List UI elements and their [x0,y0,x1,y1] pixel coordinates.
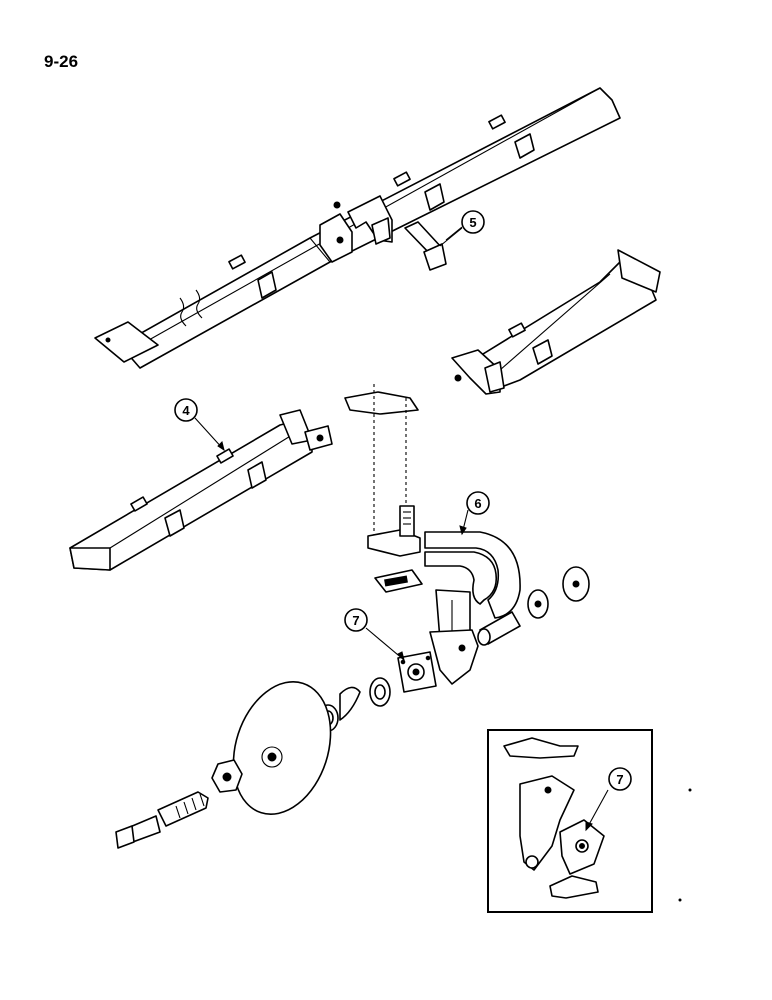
right-frame-beam [451,249,661,395]
beam-part-4 [69,409,333,571]
callout-7-label: 7 [352,613,359,628]
callout-5: 5 [461,210,485,234]
callout-5-label: 5 [469,215,476,230]
callout-7-inset: 7 [608,767,632,791]
callout-6: 6 [466,491,490,515]
bearing-part-7 [397,651,437,693]
washer-and-bushing-stack [477,566,590,646]
main-frame-beam [94,87,621,369]
callout-4: 4 [174,398,198,422]
shank-bracket-assembly [344,384,423,593]
page-number: 9-26 [44,52,79,71]
callout-6-label: 6 [474,496,481,511]
pin-part-5 [404,221,463,271]
bearing-housing-bracket [429,629,479,685]
spring-shank-part-6 [424,531,521,641]
nut-spindle-cap [115,759,243,849]
callout-7: 7 [344,608,368,632]
disc-blade [232,680,332,816]
callout-leaders [194,226,609,832]
callout-7-inset-label: 7 [616,772,623,787]
inset-detail-box [487,729,653,913]
callout-4-label: 4 [182,403,190,418]
